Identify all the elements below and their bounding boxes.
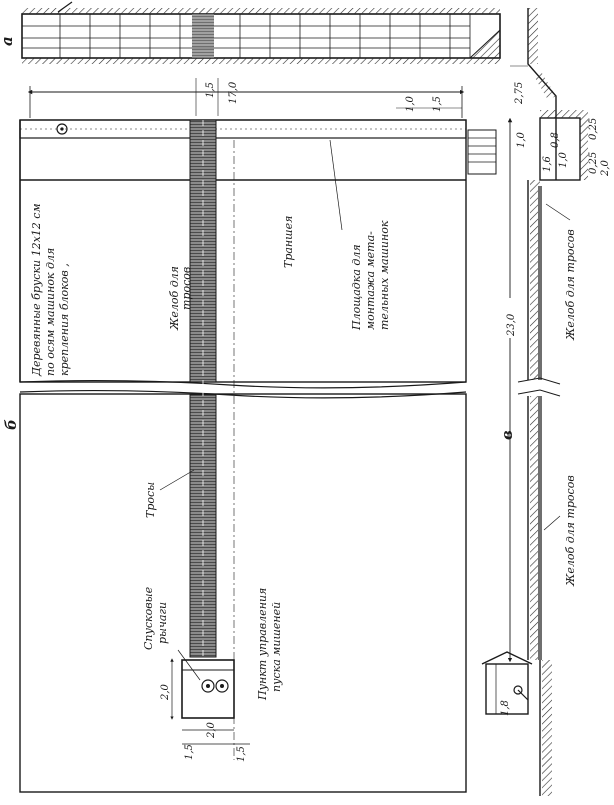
platform-label-3: тельных машинок [378, 220, 391, 330]
cables-label: Тросы [144, 482, 157, 518]
panel-b-letter: б [2, 419, 20, 430]
dim-20-cp: 2,0 [160, 683, 171, 701]
ground-hatch-top [528, 8, 538, 64]
platform-pointer [329, 139, 343, 231]
levers-label-1: Спусковые [142, 586, 155, 650]
trench-label: Траншея [282, 216, 295, 268]
trench-upper [19, 119, 467, 383]
dim-10-v2: 1,0 [558, 151, 569, 168]
chute-label-2: тросов [180, 267, 193, 310]
dim-10-right: 1,0 [405, 95, 416, 112]
panel-v: 1,8 23,0 2,75 1,0 0,8 1,0 1,6 0,25 0,25 … [481, 8, 611, 796]
dim-15-cp-b: 1,5 [236, 746, 247, 762]
dim-025b: 0,25 [588, 152, 599, 174]
dim-20-cp-w: 2,0 [206, 721, 217, 739]
chute-side-label-top: Желоб для тросов [564, 229, 577, 341]
control-label-2: пуска мишеней [270, 602, 283, 692]
panel-a-hatch-top [22, 8, 500, 14]
platform-label-2: монтажа мета- [364, 231, 377, 330]
levers-label-2: рычаги [156, 602, 169, 644]
panel-a-hatch-bottom [22, 58, 500, 64]
panel-v-letter: в [498, 430, 516, 440]
chute-label-1: Желоб для [168, 266, 181, 331]
lever-icon-2 [215, 679, 229, 693]
control-point-box [181, 659, 235, 719]
beams-label-3: крепления блоков , [58, 263, 71, 376]
platform-label-1: Площадка для [350, 244, 363, 331]
dim-15-top: 1,5 [205, 82, 216, 98]
panel-a-letter: а [0, 36, 16, 46]
beams-label-2: по осям машинок для [44, 248, 57, 376]
panel-a-cable-chute [192, 14, 214, 58]
levers-pointer [177, 649, 201, 681]
dim-15-right: 1,5 [432, 96, 443, 112]
control-label-1: Пункт управления [256, 588, 269, 701]
chute-side-label-bottom: Желоб для тросов [564, 475, 577, 587]
trench-lower [19, 393, 467, 793]
panel-a-trench [21, 13, 501, 59]
dim-10-v: 1,0 [516, 131, 527, 148]
floor-hatch-1 [530, 180, 540, 380]
dim-18: 1,8 [500, 700, 511, 716]
booth-lever-icon [513, 685, 523, 695]
panel-a-grid [22, 14, 471, 58]
dim-08: 0,8 [550, 132, 561, 148]
panel-a-pointer [57, 1, 73, 13]
dim-15-cp-a: 1,5 [184, 744, 195, 760]
break-line [19, 379, 467, 389]
floor-hatch-2 [530, 396, 540, 660]
dim-16: 1,6 [542, 155, 553, 172]
beams-label-1: Деревянные бруски 12х12 см [30, 203, 43, 377]
dim-230-label: 23,0 [506, 313, 517, 337]
dim-025: 0,25 [588, 118, 599, 140]
panel-a-slope [468, 28, 501, 59]
panel-b: 17,0 1,5 1,0 1,5 [2, 78, 497, 793]
booth [485, 663, 529, 715]
panel-a: а [0, 1, 501, 64]
lever-icon-1 [201, 679, 215, 693]
dim-275: 2,75 [514, 82, 525, 105]
dim-17-label: 17,0 [228, 81, 239, 104]
pulley-icon [56, 123, 68, 135]
dim-20: 2,0 [600, 159, 611, 177]
step-block [467, 129, 497, 175]
